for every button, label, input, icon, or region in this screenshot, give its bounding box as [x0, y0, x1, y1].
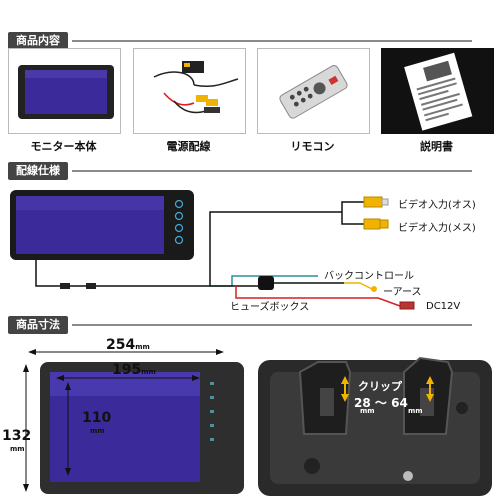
dimension-diagram	[23, 349, 492, 496]
dim-total-height: 132 mm	[2, 428, 32, 456]
section-title: 配線仕様	[8, 162, 68, 180]
item-remote-box	[257, 48, 370, 134]
label-back-control: バックコントロール	[324, 271, 414, 282]
item-label-remote: リモコン	[290, 140, 335, 153]
label-video-in-male: ビデオ入力(オス)	[398, 200, 476, 211]
item-cable-box	[133, 48, 246, 134]
item-label-cable: 電源配線	[166, 140, 211, 153]
section-title: 商品寸法	[8, 316, 68, 334]
label-video-in-female: ビデオ入力(メス)	[398, 223, 476, 234]
clip-unit-max: mm	[408, 407, 423, 415]
item-label-manual: 説明書	[420, 140, 453, 153]
clip-min: 28	[354, 396, 371, 410]
label-dc12v: DC12V	[426, 301, 461, 312]
label-earth: ーアース	[383, 287, 422, 298]
dim-value: 110	[82, 410, 112, 426]
item-label-monitor: モニター本体	[30, 140, 97, 153]
section-title: 商品内容	[8, 32, 68, 50]
dim-unit: mm	[135, 343, 150, 351]
divider	[72, 170, 472, 172]
dim-screen-width: 195mm	[112, 362, 156, 378]
item-manual-box	[381, 48, 494, 134]
wiring-diagram	[10, 190, 415, 310]
dim-value: 132	[2, 428, 32, 444]
dim-value: 195	[112, 362, 142, 378]
manual-image	[404, 52, 473, 131]
dim-unit: mm	[90, 427, 105, 435]
item-monitor-box	[8, 48, 121, 134]
dim-value: 254	[106, 337, 136, 353]
divider	[72, 324, 472, 326]
clip-range: 28 ～ 64	[354, 394, 408, 411]
dim-screen-height: 110 mm	[82, 410, 112, 438]
divider	[72, 40, 472, 42]
dim-total-width: 254mm	[106, 337, 150, 353]
monitor-image	[18, 65, 114, 119]
clip-max: 64	[391, 396, 408, 410]
cable-image	[153, 61, 239, 114]
clip-unit-min: mm	[360, 407, 375, 415]
dim-unit: mm	[141, 368, 156, 376]
label-fuse-box: ヒューズボックス	[230, 302, 310, 313]
remote-image	[279, 65, 348, 119]
section-header-dimensions: 商品寸法	[8, 316, 472, 334]
dim-unit: mm	[10, 445, 25, 453]
section-header-contents: 商品内容	[8, 32, 472, 50]
section-header-wiring: 配線仕様	[8, 162, 472, 180]
clip-sep: ～	[374, 396, 387, 410]
clip-label: クリップ	[358, 380, 402, 393]
